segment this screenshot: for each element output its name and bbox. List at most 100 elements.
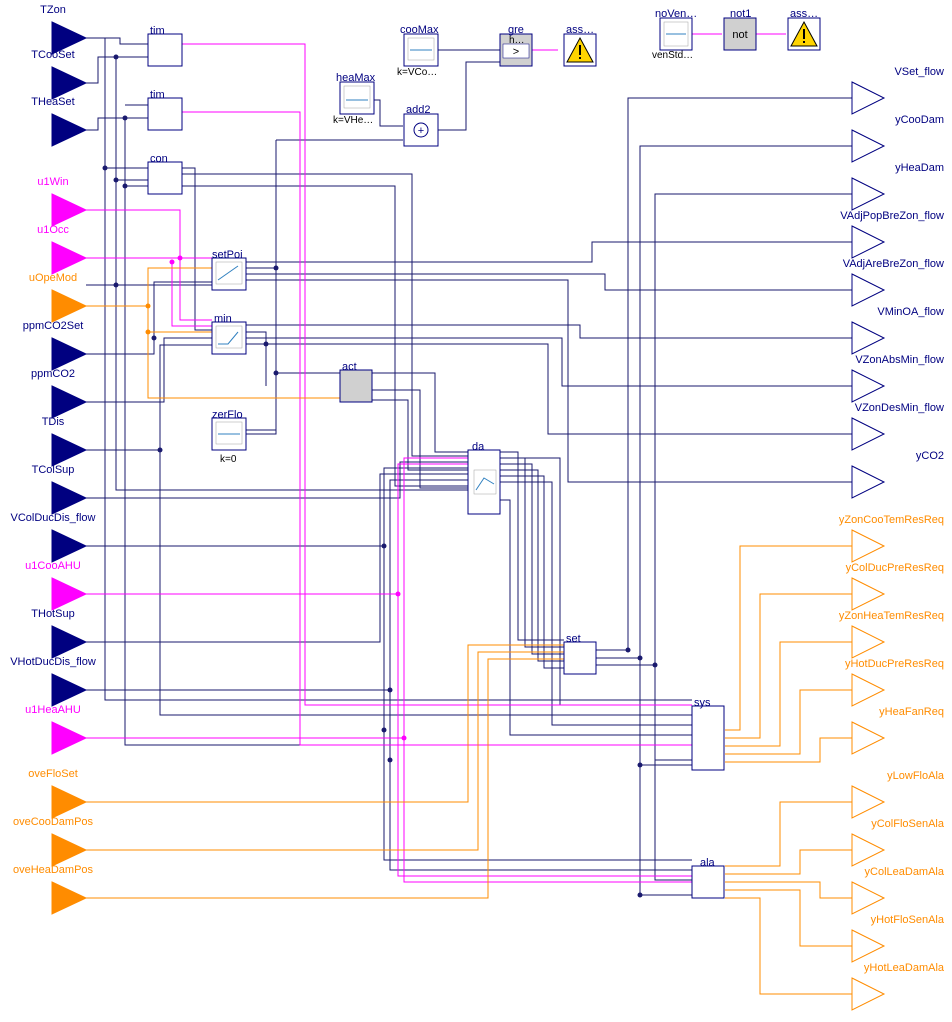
output-triangle-icon [851,577,886,611]
block-con[interactable]: con [147,153,183,195]
block-act[interactable]: act [339,361,373,403]
input-triangle-icon [51,433,88,467]
input-ppmCO2[interactable]: ppmCO2 [31,368,88,419]
block-tim-heating[interactable]: tim [147,89,183,131]
input-label-THeaSet: THeaSet [31,96,74,108]
output-label-VMinOA_flow: VMinOA_flow [877,306,944,318]
input-oveCooDamPos[interactable]: oveCooDamPos [13,816,94,867]
block-gre-label: gre [508,24,524,36]
input-u1Occ[interactable]: u1Occ [37,224,88,275]
output-VZonAbsMin_flow[interactable]: VZonAbsMin_flow [851,354,944,403]
input-ppmCO2Set[interactable]: ppmCO2Set [23,320,88,371]
output-yLowFloAla[interactable]: yLowFloAla [851,770,945,819]
input-VHotDucDis_flow[interactable]: VHotDucDis_flow [10,656,96,707]
input-u1HeaAHU[interactable]: u1HeaAHU [25,704,88,755]
block-setPoi-label: setPoi [212,249,243,261]
block-noVen-param: venStd… [652,50,693,61]
output-label-yHeaFanReq: yHeaFanReq [879,706,944,718]
input-oveFloSet[interactable]: oveFloSet [28,768,88,819]
input-triangle-icon [51,481,88,515]
block-setPoi[interactable]: setPoi [211,249,247,291]
heaMax-graph-icon [343,85,371,109]
input-uOpeMod[interactable]: uOpeMod [29,272,88,323]
input-triangle-icon [51,881,88,915]
output-yColLeaDamAla[interactable]: yColLeaDamAla [851,866,945,915]
warning-icon-bar [803,29,805,39]
setPoi-line-icon [217,265,239,281]
block-assert-2[interactable]: ass… [787,8,821,51]
block-assert-1[interactable]: ass… [563,24,597,67]
output-yZonCooTemResReq[interactable]: yZonCooTemResReq [839,514,944,563]
input-TDis[interactable]: TDis [42,416,88,467]
block-tim-heating-label: tim [150,89,165,101]
output-VAdjAreBreZon_flow[interactable]: VAdjAreBreZon_flow [843,258,944,307]
block-min-label: min [214,313,232,325]
input-label-oveFloSet: oveFloSet [28,768,78,780]
input-label-VColDucDis_flow: VColDucDis_flow [11,512,96,524]
min-line-icon [218,331,239,345]
wires-integer [86,267,852,995]
output-triangle-icon [851,785,886,819]
input-label-TCooSet: TCooSet [31,49,74,61]
output-yColFloSenAla[interactable]: yColFloSenAla [851,818,945,867]
output-yHeaFanReq[interactable]: yHeaFanReq [851,706,944,755]
output-VSet_flow[interactable]: VSet_flow [851,66,944,115]
input-TZon[interactable]: TZon [40,4,88,55]
input-label-oveHeaDamPos: oveHeaDamPos [13,864,94,876]
input-THotSup[interactable]: THotSup [31,608,88,659]
junction-dots [102,54,658,898]
input-u1Win[interactable]: u1Win [37,176,88,227]
output-triangle-icon [851,929,886,963]
output-triangle-icon [851,673,886,707]
output-yZonHeaTemResReq[interactable]: yZonHeaTemResReq [839,610,944,659]
input-oveHeaDamPos[interactable]: oveHeaDamPos [13,864,94,915]
input-VColDucDis_flow[interactable]: VColDucDis_flow [11,512,96,563]
block-heaMax[interactable]: heaMax k=VHe… [333,72,376,126]
block-zerFlo[interactable]: zerFlo k=0 [211,409,247,465]
output-yHotFloSenAla[interactable]: yHotFloSenAla [851,914,945,963]
output-triangle-icon [851,833,886,867]
input-u1CooAHU[interactable]: u1CooAHU [25,560,88,611]
block-min[interactable]: min [211,313,247,355]
output-label-VAdjAreBreZon_flow: VAdjAreBreZon_flow [843,258,944,270]
block-add2[interactable]: + add2 [403,104,439,147]
block-da[interactable]: da [467,441,501,515]
block-set[interactable]: set [563,633,597,675]
block-noVen[interactable]: noVen… venStd… [652,8,697,61]
cooMax-graph-icon [407,37,435,61]
output-triangle-icon [851,369,886,403]
input-THeaSet[interactable]: THeaSet [31,96,88,147]
block-ala[interactable]: ala [691,857,725,899]
output-yCO2[interactable]: yCO2 [851,450,944,499]
block-cooMax[interactable]: cooMax k=VCo… [397,24,439,78]
input-triangle-icon [51,385,88,419]
output-VMinOA_flow[interactable]: VMinOA_flow [851,306,944,355]
block-ala-label: ala [700,857,716,869]
output-yCooDam[interactable]: yCooDam [851,114,944,163]
input-triangle-icon [51,241,88,275]
output-label-yZonCooTemResReq: yZonCooTemResReq [839,514,944,526]
input-triangle-icon [51,289,88,323]
output-label-yHotFloSenAla: yHotFloSenAla [871,914,945,926]
output-triangle-icon [851,529,886,563]
block-not1[interactable]: not not1 [723,8,757,51]
block-gre[interactable]: > h… gre [499,24,533,67]
input-triangle-icon [51,21,88,55]
input-label-u1CooAHU: u1CooAHU [25,560,81,572]
output-yHotLeaDamAla[interactable]: yHotLeaDamAla [851,962,945,1011]
block-tim-cooling[interactable]: tim [147,25,183,67]
input-TCooSet[interactable]: TCooSet [31,49,88,100]
output-yHotDucPreResReq[interactable]: yHotDucPreResReq [845,658,944,707]
output-label-yCO2: yCO2 [916,450,944,462]
output-yHeaDam[interactable]: yHeaDam [851,162,944,211]
add2-symbol: + [418,125,424,137]
output-triangle-icon [851,81,886,115]
output-yColDucPreResReq[interactable]: yColDucPreResReq [846,562,944,611]
output-VZonDesMin_flow[interactable]: VZonDesMin_flow [851,402,944,451]
output-triangle-icon [851,465,886,499]
block-sys[interactable]: sys [691,697,725,771]
input-TColSup[interactable]: TColSup [32,464,88,515]
output-VAdjPopBreZon_flow[interactable]: VAdjPopBreZon_flow [840,210,944,259]
input-triangle-icon [51,673,88,707]
